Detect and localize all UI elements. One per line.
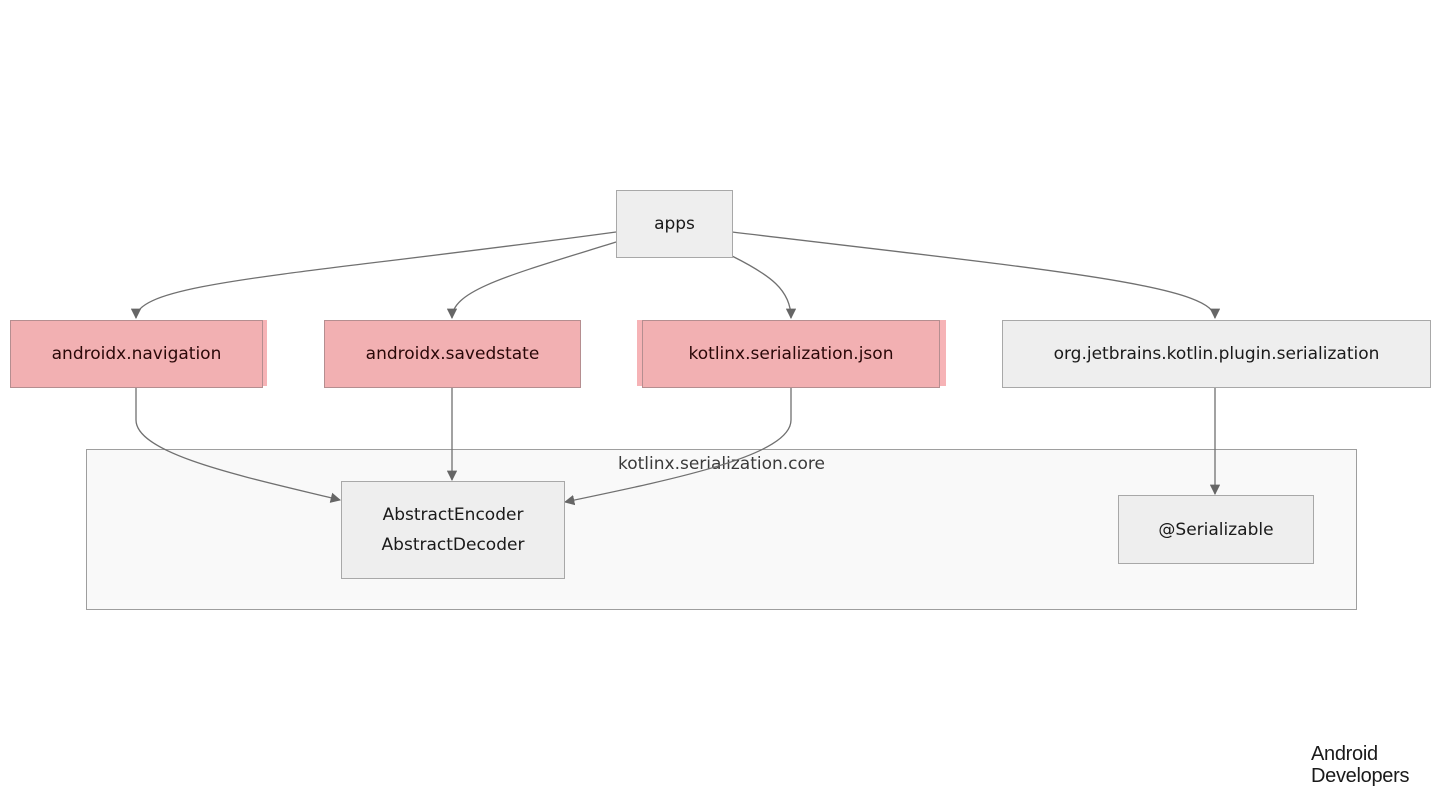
- edge-navigation-encoder: [135, 388, 342, 503]
- node-androidx-savedstate-label: androidx.savedstate: [365, 344, 540, 364]
- cluster-label: kotlinx.serialization.core: [617, 454, 825, 474]
- node-androidx-navigation-label: androidx.navigation: [51, 344, 222, 364]
- edge-apps-navigation: [130, 231, 617, 320]
- node-androidx-savedstate[interactable]: androidx.savedstate: [324, 320, 581, 388]
- brand-line-1: Android: [1311, 743, 1378, 765]
- node-apps[interactable]: apps: [616, 190, 733, 258]
- edge-json-encoder: [563, 388, 792, 506]
- android-developers-logo: Android Developers: [1311, 743, 1409, 787]
- node-androidx-navigation[interactable]: androidx.navigation: [10, 320, 263, 388]
- brand-line-2: Developers: [1311, 765, 1410, 787]
- edge-apps-json: [731, 255, 797, 320]
- node-abstract-decoder-label: AbstractDecoder: [381, 535, 525, 555]
- node-kotlin-plugin-serialization-label: org.jetbrains.kotlin.plugin.serializatio…: [1053, 344, 1380, 364]
- edge-apps-savedstate: [446, 241, 617, 320]
- node-kotlinx-serialization-json-label: kotlinx.serialization.json: [688, 344, 894, 364]
- node-kotlin-plugin-serialization[interactable]: org.jetbrains.kotlin.plugin.serializatio…: [1002, 320, 1431, 388]
- node-kotlinx-serialization-json[interactable]: kotlinx.serialization.json: [642, 320, 940, 388]
- node-serializable-label: @Serializable: [1158, 519, 1274, 540]
- node-abstract-encoder-decoder[interactable]: AbstractEncoder AbstractDecoder: [341, 481, 565, 579]
- node-serializable-annotation[interactable]: @Serializable: [1118, 495, 1314, 564]
- edge-apps-plugin: [731, 231, 1221, 320]
- node-abstract-encoder-label: AbstractEncoder: [382, 505, 524, 525]
- node-apps-label: apps: [654, 214, 695, 234]
